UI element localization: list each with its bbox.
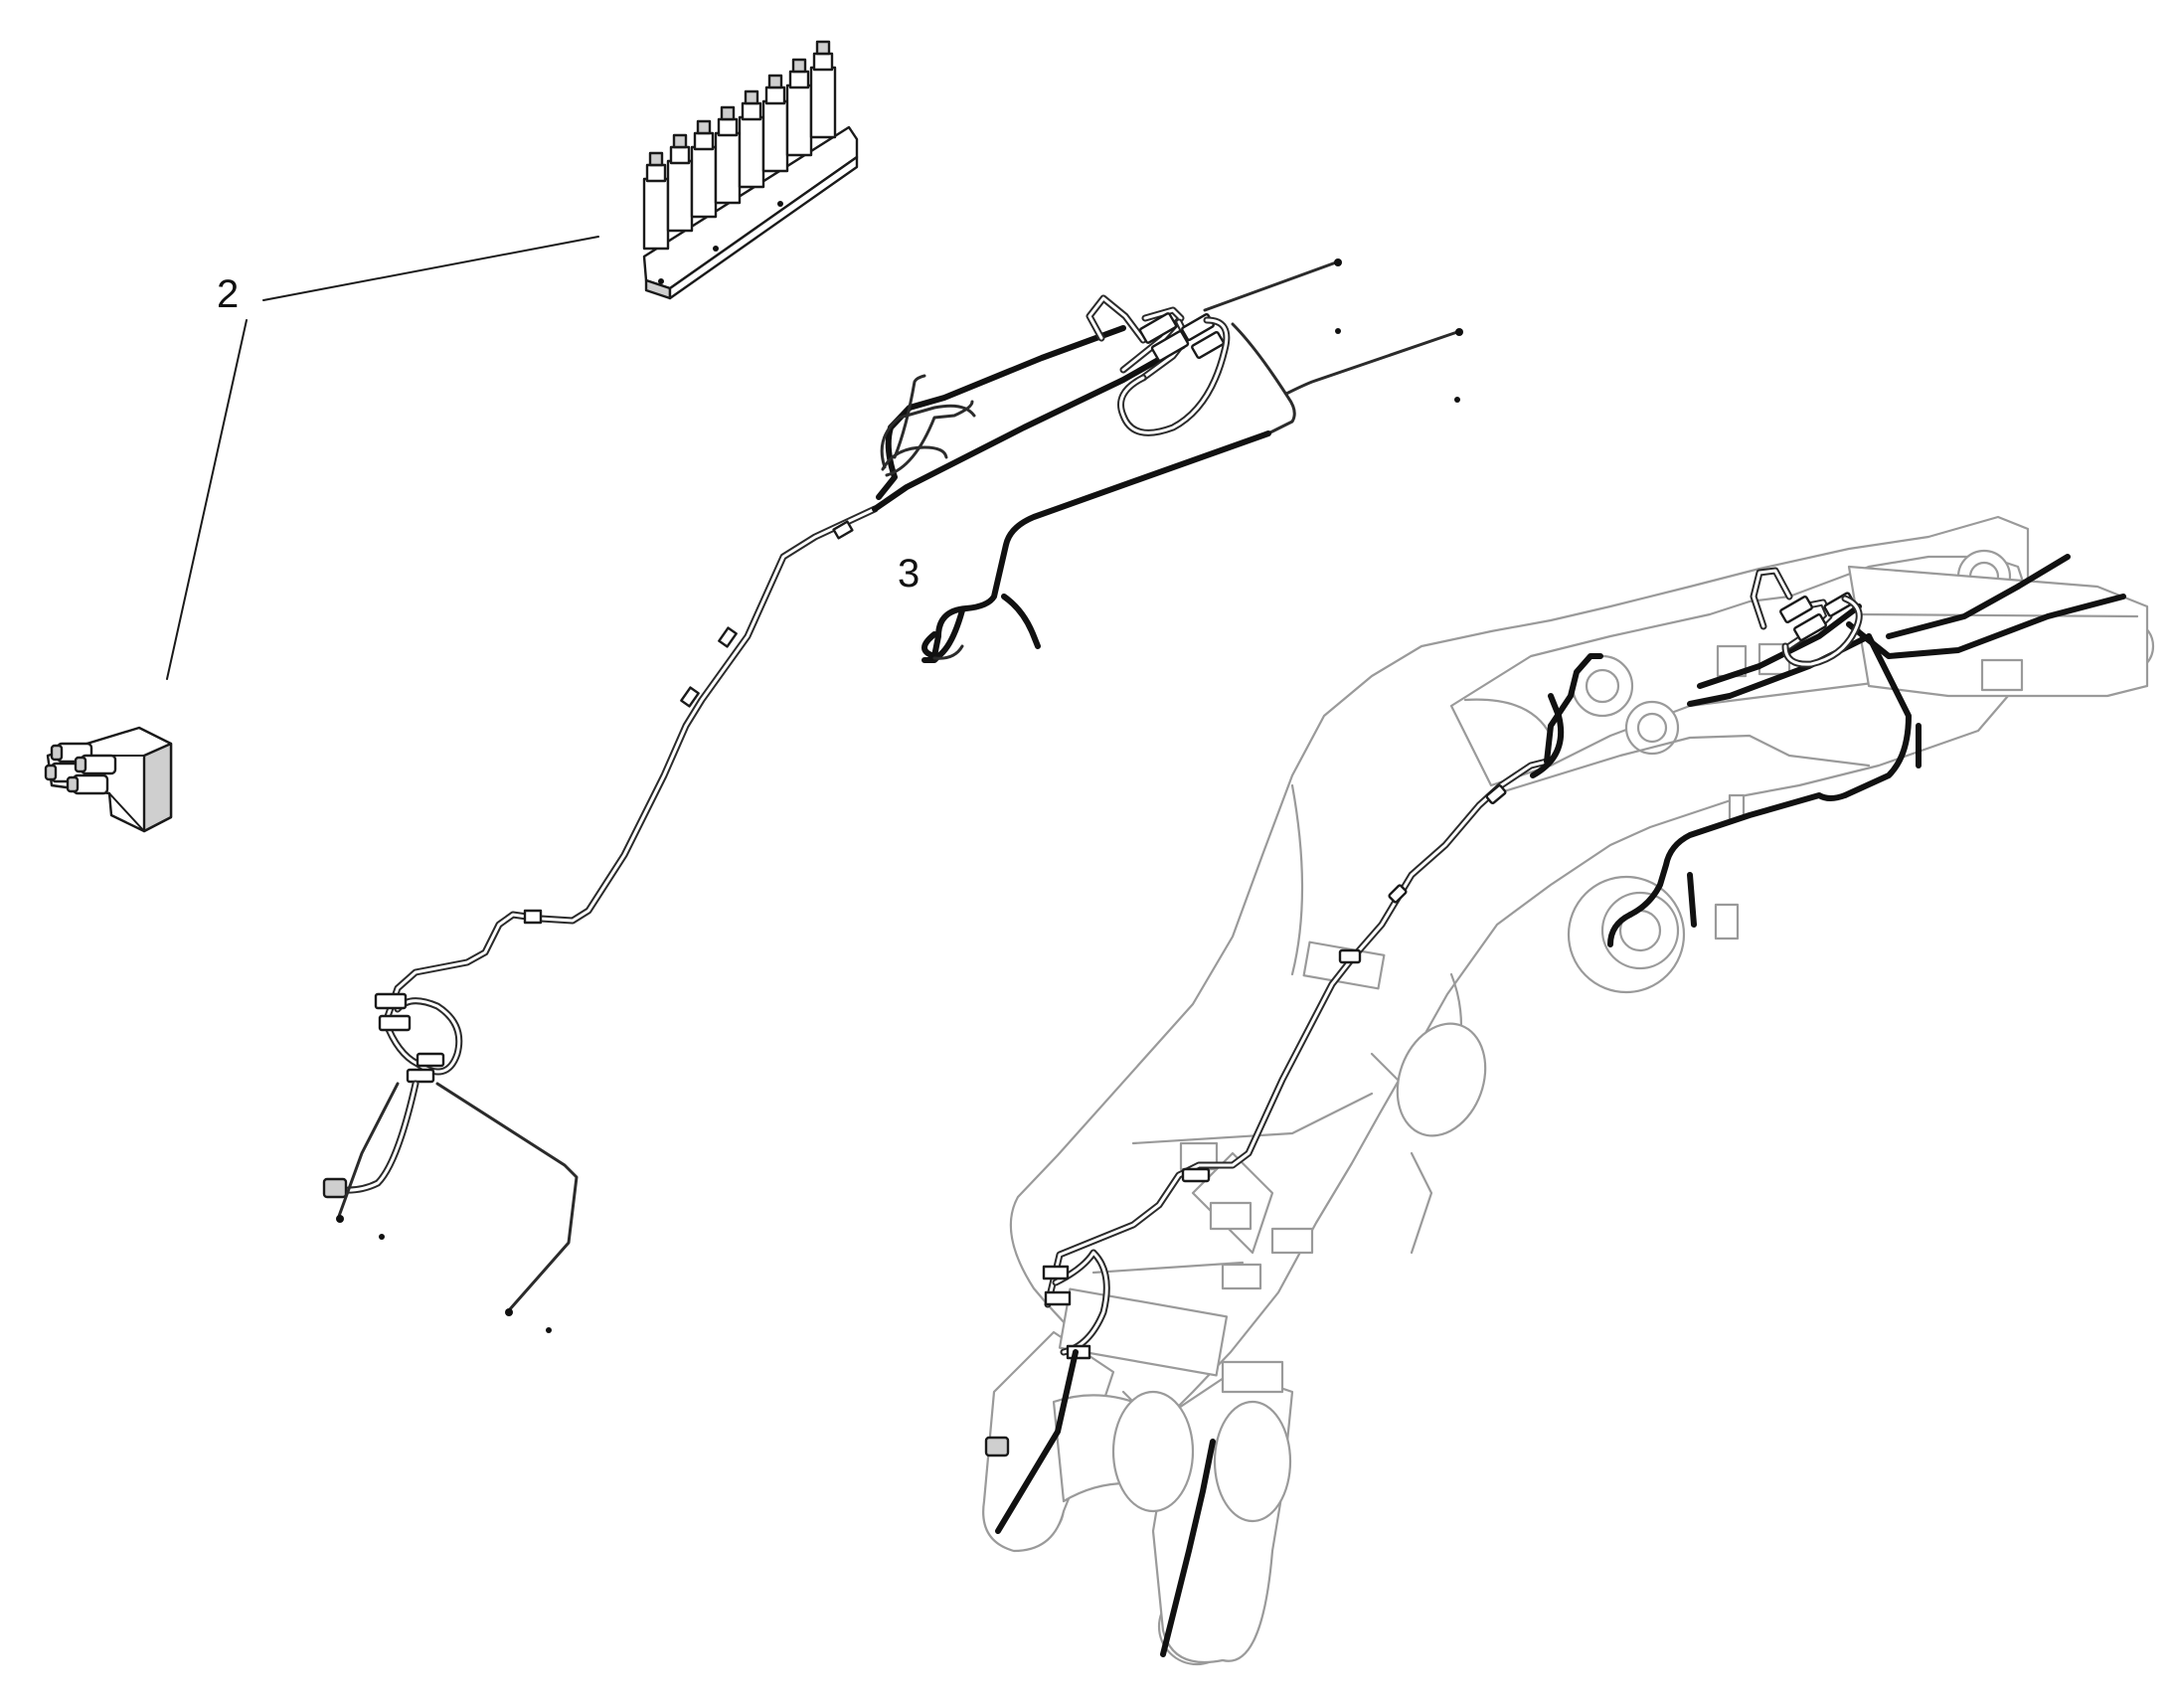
valve-block-large	[642, 40, 859, 300]
valve-cartridges	[642, 40, 837, 251]
callout-label-3: 3	[898, 552, 920, 596]
boom-assembly	[982, 515, 2155, 1666]
installed-lines	[984, 554, 2126, 1657]
line-kit-3	[322, 258, 1463, 1333]
kit-3-manifold	[1086, 294, 1231, 436]
callout-label-2: 2	[217, 272, 240, 316]
boom-manifold	[1750, 567, 1863, 668]
small-block-cartridges	[44, 742, 117, 795]
leader-lines-2	[166, 236, 599, 680]
valve-block-small	[44, 726, 173, 833]
